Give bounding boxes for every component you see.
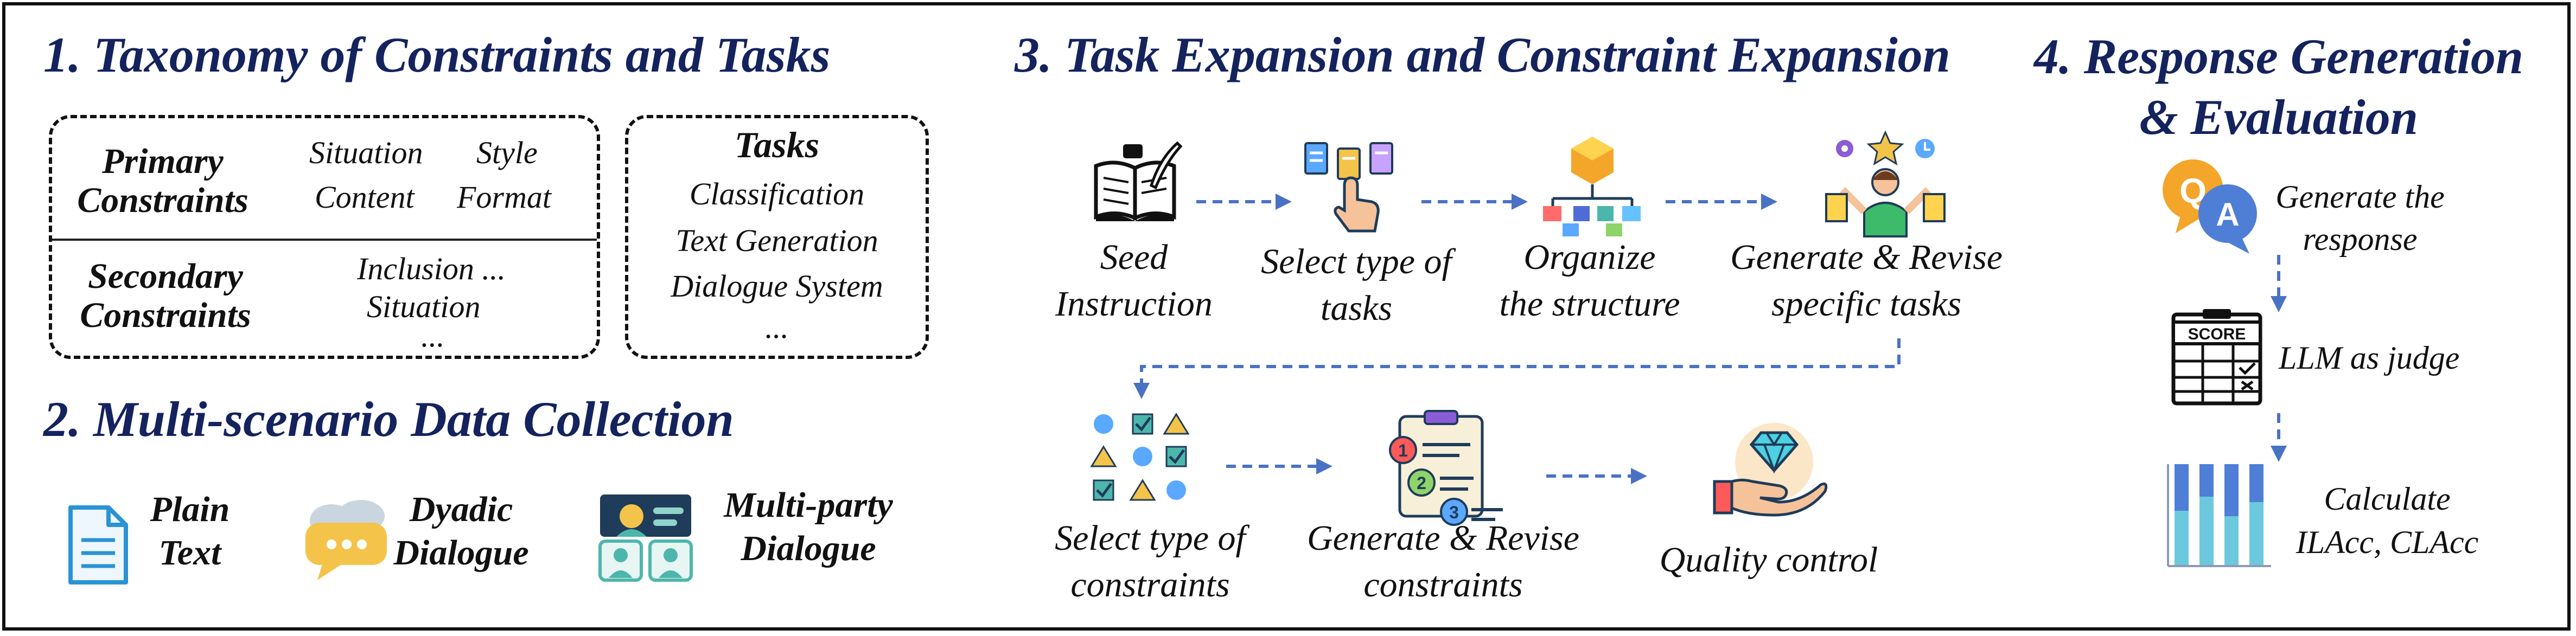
tasks-header: Tasks — [734, 124, 820, 165]
qa-bubbles-icon: Q A — [2163, 159, 2257, 254]
svg-text:2: 2 — [1417, 473, 1426, 493]
section1-title: 1. Taxonomy of Constraints and Tasks — [43, 27, 831, 82]
numbered-checklist-clipboard-icon: 1 2 3 — [1389, 410, 1503, 526]
primary-item-content: Content — [315, 179, 415, 215]
secondary-item-ellipsis: ... — [421, 318, 445, 354]
hand-select-cards-icon — [1304, 142, 1393, 233]
hierarchy-structure-icon — [1543, 137, 1641, 236]
document-icon — [68, 505, 128, 584]
dyadic-dialogue-label: Dyadic Dialogue — [393, 490, 529, 573]
multi-party-dialogue-label: Multi-party Dialogue — [724, 485, 893, 568]
task-item-ellipsis: ... — [765, 310, 789, 345]
organize-structure-label: Organize the structure — [1499, 237, 1680, 324]
constraints-divider — [52, 239, 597, 241]
score-text: SCORE — [2188, 325, 2246, 343]
person-juggling-tasks-icon — [1825, 130, 1946, 237]
task-item-classification: Classification — [689, 176, 865, 211]
primary-item-situation: Situation — [309, 135, 423, 170]
select-constraints-label: Select type of constraints — [1055, 518, 1246, 605]
task-item-dialogue-system: Dialogue System — [671, 268, 883, 304]
group-chat-icon — [598, 494, 693, 582]
secondary-item-situation: Situation — [367, 289, 481, 324]
svg-text:3: 3 — [1449, 503, 1459, 522]
plain-text-label: Plain Text — [150, 490, 230, 573]
seed-instruction-label: Seed Instruction — [1055, 237, 1213, 324]
constraints-box — [49, 115, 600, 359]
bar-chart-icon — [2167, 464, 2271, 567]
task-item-text-generation: Text Generation — [675, 223, 878, 258]
quality-control-label: Quality control — [1659, 540, 1878, 580]
shapes-checkbox-grid-icon — [1090, 413, 1190, 501]
svg-text:A: A — [2216, 196, 2239, 233]
svg-text:1: 1 — [1398, 441, 1408, 460]
scoreboard-icon: SCORE — [2171, 309, 2262, 406]
calculate-accuracy-label: Calculate ILAcc, CLAcc — [2296, 481, 2479, 560]
hand-diamond-icon — [1713, 423, 1828, 517]
section2-title: 2. Multi-scenario Data Collection — [43, 391, 734, 447]
generate-revise-tasks-label: Generate & Revise specific tasks — [1730, 237, 2003, 324]
section3-title: 3. Task Expansion and Constraint Expansi… — [1015, 27, 1950, 82]
llm-judge-label: LLM as judge — [2279, 340, 2460, 376]
tasks-box — [625, 115, 929, 359]
generate-response-label: Generate the response — [2275, 179, 2445, 257]
generate-revise-constraints-label: Generate & Revise constraints — [1306, 518, 1580, 605]
chat-bubble-icon — [305, 500, 387, 580]
primary-item-format: Format — [457, 179, 551, 215]
section4-title: 4. Response Generation & Evaluation — [2033, 29, 2524, 145]
primary-item-style: Style — [476, 135, 538, 170]
primary-constraints-label: Primary Constraints — [77, 142, 248, 220]
open-book-quill-icon — [1094, 141, 1183, 221]
secondary-item-inclusion: Inclusion ... — [357, 251, 506, 286]
secondary-constraints-label: Secondary Constraints — [80, 256, 251, 335]
select-tasks-label: Select type of tasks — [1261, 242, 1452, 328]
